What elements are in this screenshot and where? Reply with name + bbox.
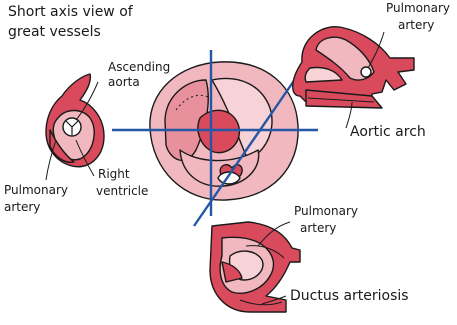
label-pulmonary-artery-bottom-1: Pulmonary: [294, 204, 358, 218]
title-line-1: Short axis view of: [8, 4, 134, 20]
label-right-ventricle-2: ventricle: [96, 184, 148, 198]
label-pulmonary-artery-right-1: Pulmonary: [386, 1, 450, 15]
ductus-view: [210, 222, 300, 312]
label-ascending-aorta-2: aorta: [108, 75, 140, 89]
label-ductus-arteriosis: Ductus arteriosis: [290, 288, 409, 304]
label-aortic-arch: Aortic arch: [350, 124, 426, 140]
label-pulmonary-artery-left-2: artery: [4, 200, 40, 214]
label-pulmonary-artery-left-1: Pulmonary: [4, 183, 68, 197]
title-line-2: great vessels: [8, 24, 101, 40]
pulmonary-artery-section-icon: [361, 67, 371, 77]
label-right-ventricle-1: Right: [98, 167, 130, 181]
label-pulmonary-artery-bottom-2: artery: [300, 221, 336, 235]
label-ascending-aorta-1: Ascending: [108, 60, 170, 74]
aortic-arch-view: [293, 27, 414, 108]
label-pulmonary-artery-right-2: artery: [398, 18, 434, 32]
